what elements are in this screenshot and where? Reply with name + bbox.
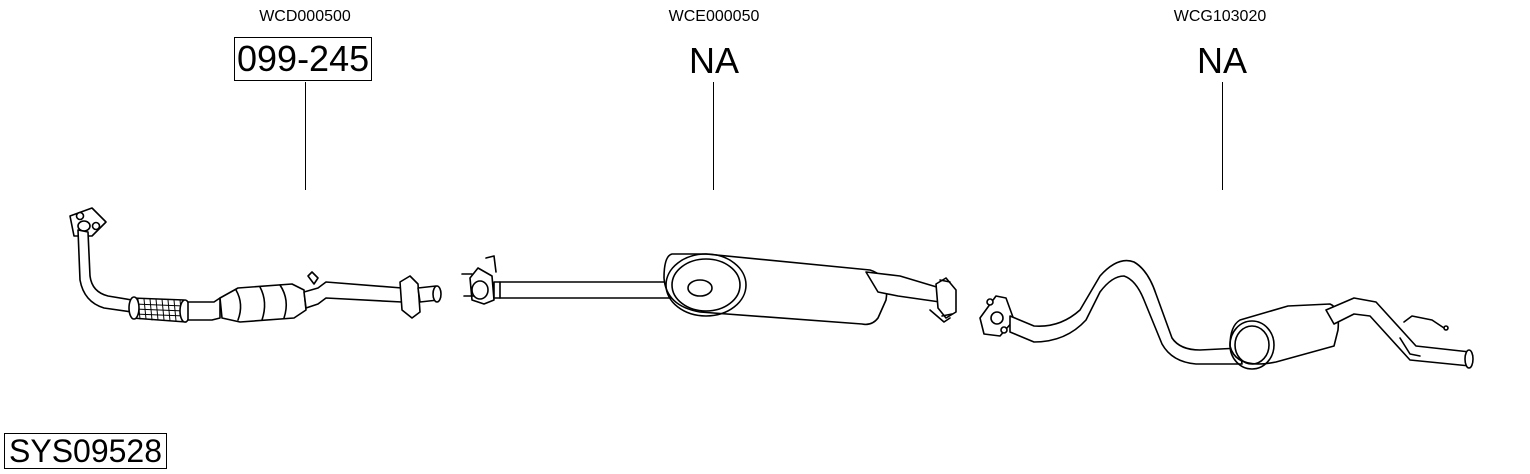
part-number-1[interactable]: 099-245 [234,37,373,81]
component-code-1: WCD000500 [259,8,351,25]
part-number-2: NA [688,40,739,81]
component-code-3: WCG103020 [1173,8,1267,25]
front-pipe-with-catalyst[interactable] [69,207,442,323]
center-silencer[interactable] [461,253,957,326]
system-id-label: SYS09528 [4,433,168,469]
leader-line-3 [1222,82,1223,190]
part-number-3: NA [1196,40,1247,81]
leader-line-2 [713,82,714,190]
rear-silencer[interactable] [979,259,1474,370]
leader-line-1 [305,82,306,190]
component-code-2: WCE000050 [668,8,760,25]
